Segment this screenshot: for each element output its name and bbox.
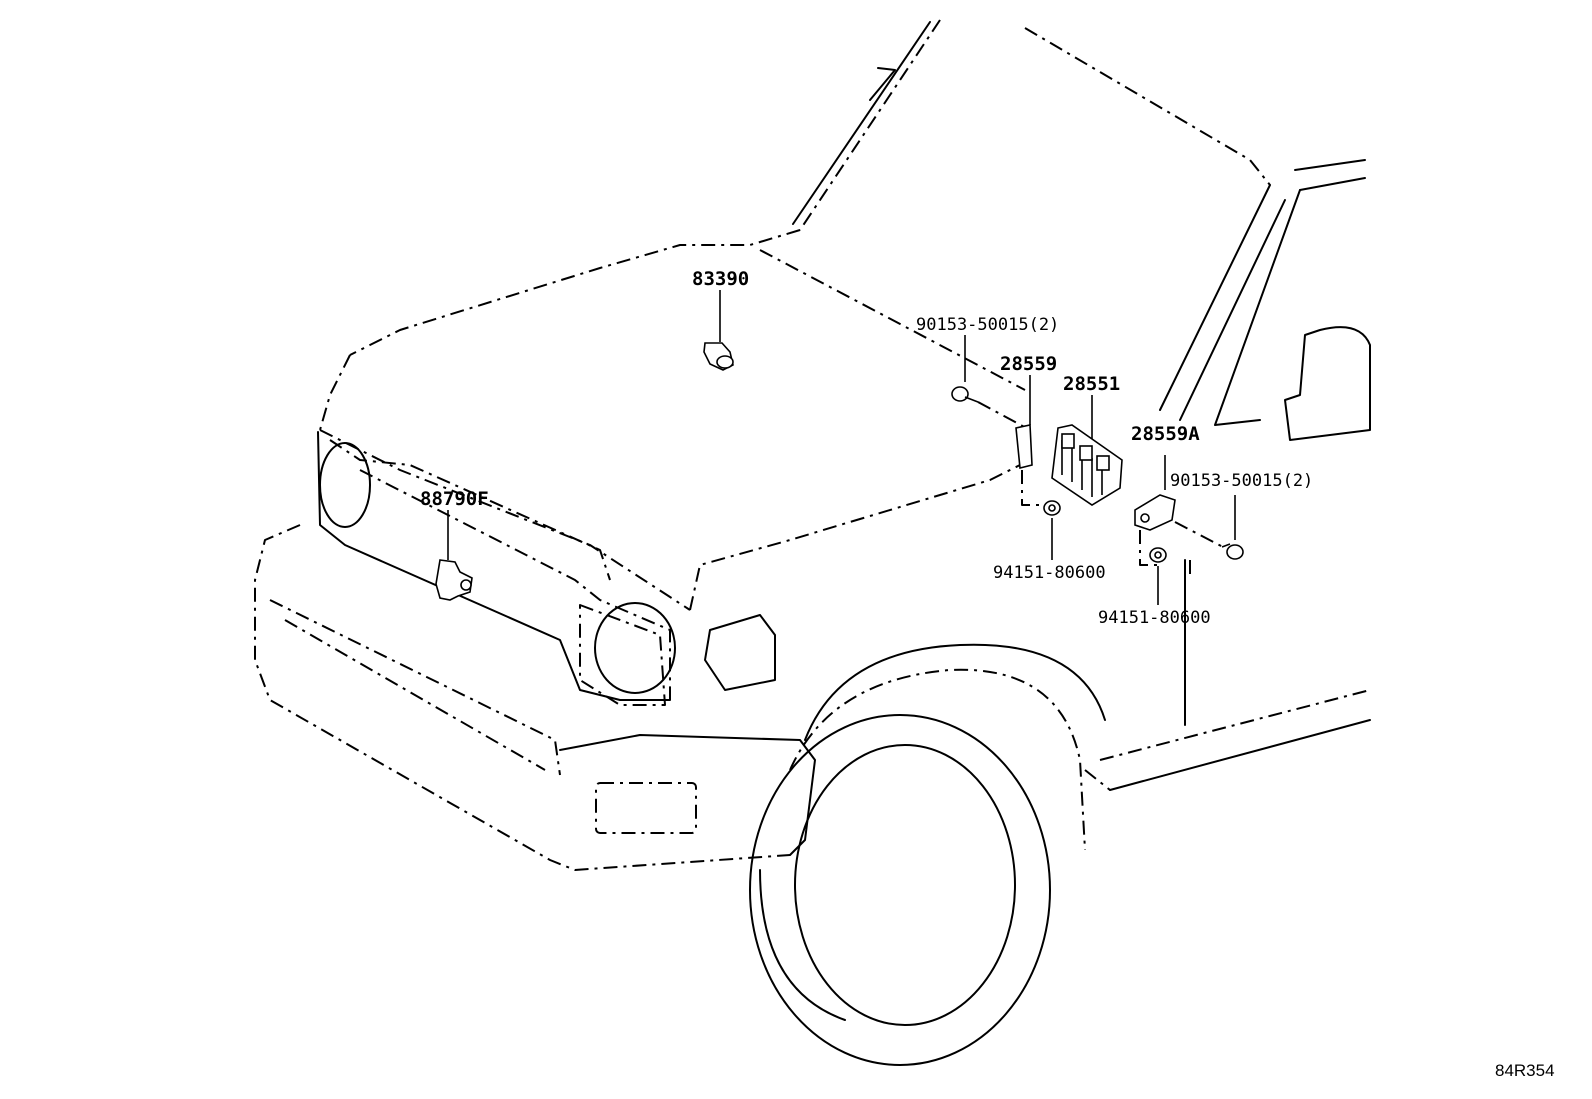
label-90153-right: 90153-50015(2) (1170, 471, 1313, 491)
vehicle-outline (254, 19, 1371, 1066)
part-90153-screw-right (1221, 495, 1244, 560)
part-83390-sensor (703, 290, 734, 371)
label-83390: 83390 (692, 268, 749, 290)
part-88790F-sensor (435, 510, 473, 601)
part-90153-screw-top (951, 335, 1031, 431)
label-88790F: 88790F (420, 488, 489, 510)
diagram-reference: 84R354 (1495, 1061, 1555, 1080)
label-94151-left: 94151-80600 (993, 563, 1106, 583)
part-28551-module (1051, 395, 1123, 506)
label-28551: 28551 (1063, 373, 1120, 395)
label-28559A: 28559A (1131, 423, 1200, 445)
label-90153-top: 90153-50015(2) (916, 315, 1059, 335)
label-94151-right: 94151-80600 (1098, 608, 1211, 628)
part-94151-nut-left (1043, 500, 1061, 560)
label-28559: 28559 (1000, 353, 1057, 375)
part-28559-bracket (1015, 375, 1040, 506)
part-94151-nut-right (1149, 547, 1167, 605)
part-28559A-bracket (1134, 455, 1226, 580)
